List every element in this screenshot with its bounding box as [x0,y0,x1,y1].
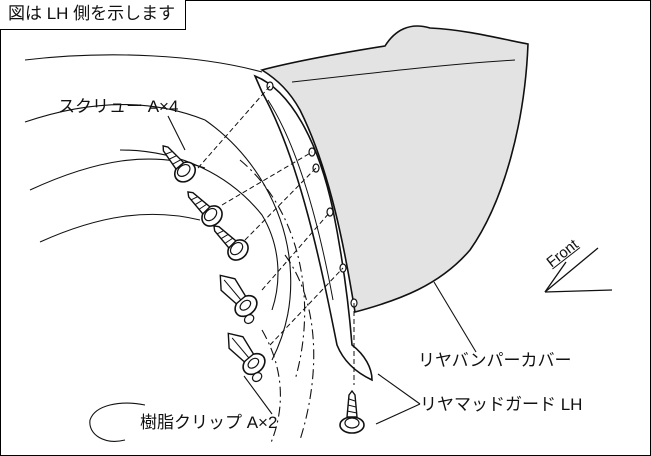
view-note: 図は LH 側を示します [0,0,187,30]
wheel-centerlines [239,159,315,446]
alignment-lines [197,85,355,385]
clip-label: 樹脂クリップ A×2 [140,413,278,432]
front-arrow-icon [544,247,613,293]
bumper-cover-label: リヤバンパーカバー [418,351,572,370]
clip-icon [227,332,266,383]
clip-icon [219,274,258,325]
mud-guard-label: リヤマッドガード LH [420,395,583,414]
screw-icon [187,191,223,227]
bumper-crease [291,59,516,83]
screw-icon [339,389,365,434]
screw-icon [213,225,249,261]
bumper-cover-panel [260,25,529,314]
screw-icon [162,145,197,183]
screw-label: スクリュー A×4 [58,97,179,116]
leader-lines [167,115,477,425]
mud-guard-edge [267,99,334,301]
